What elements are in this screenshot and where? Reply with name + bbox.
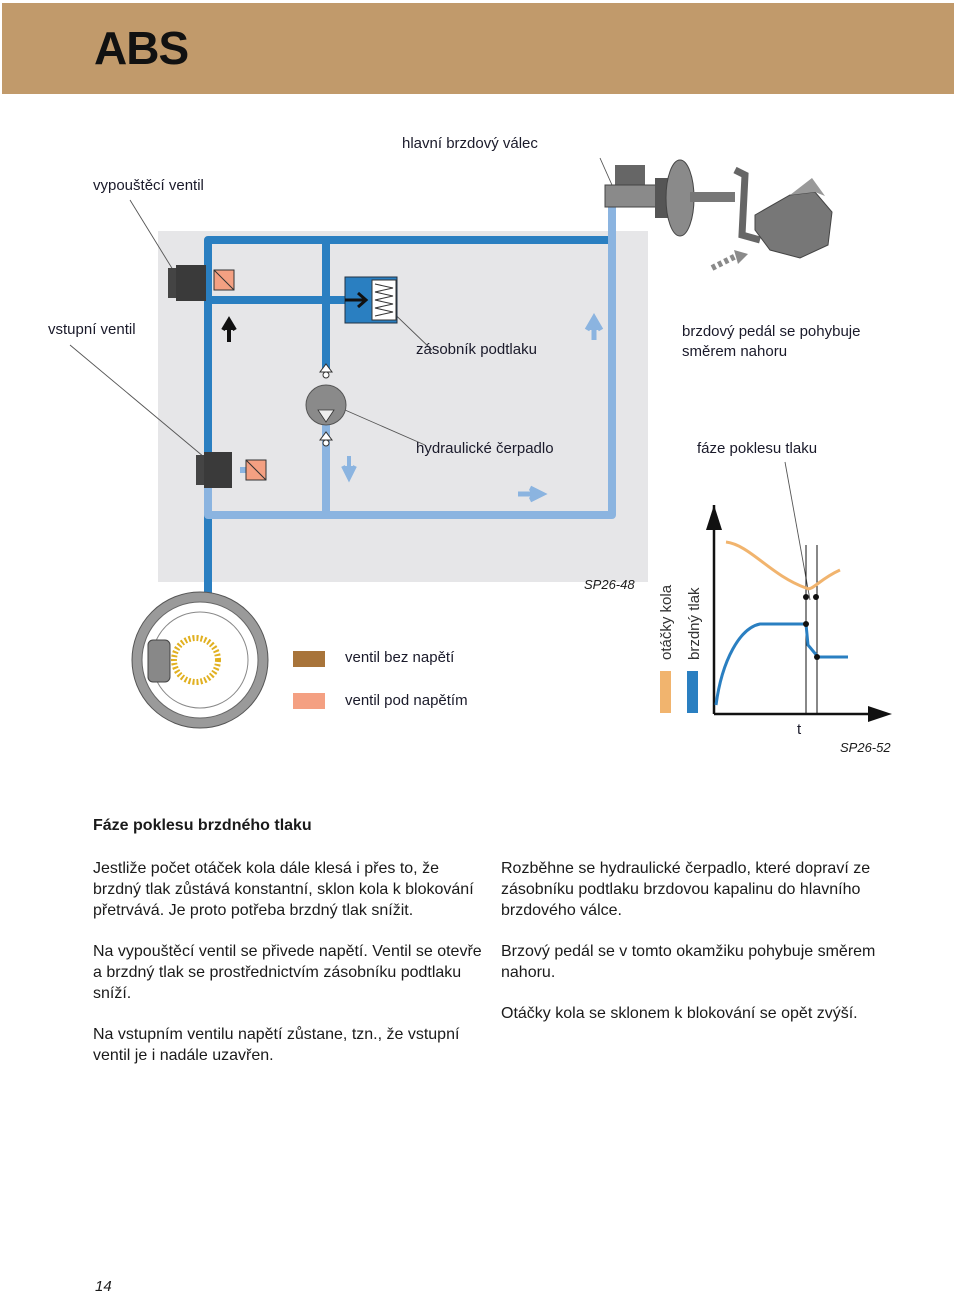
page-number: 14 [95, 1278, 112, 1295]
label-phase: fáze poklesu tlaku [697, 440, 818, 457]
abs-diagram [69, 157, 892, 729]
diagram-panel [158, 231, 648, 582]
graph-time-axis-label: t [797, 721, 802, 738]
right-paragraph-2: Brzový pedál se v tomto okamžiku pohybuj… [501, 943, 876, 981]
pump-symbol [305, 363, 347, 447]
label-inlet-valve: vstupní ventil [48, 321, 136, 338]
left-column: Jestliže počet otáček kola dále klesá i … [93, 858, 483, 1086]
brake-pressure-curve [714, 622, 848, 706]
right-column: Rozběhne se hydraulické čerpadlo, které … [501, 858, 881, 1044]
label-master-cylinder: hlavní brzdový válec [402, 135, 538, 152]
graph-label-brake-pressure: brzdný tlak [686, 587, 703, 660]
figure-code-2: SP26-52 [840, 740, 891, 755]
left-paragraph-3: Na vstupním ventilu napětí zůstane, tzn.… [93, 1026, 460, 1064]
section-title: Fáze poklesu brzdného tlaku [93, 817, 312, 834]
speed-pressure-graph [660, 505, 892, 722]
label-accumulator: zásobník podtlaku [416, 341, 537, 358]
outlet-valve-symbol [168, 265, 235, 301]
right-paragraph-1: Rozběhne se hydraulické čerpadlo, které … [501, 860, 871, 919]
inlet-valve-symbol [196, 452, 267, 488]
legend-label-powered: ventil pod napětím [345, 692, 468, 709]
left-paragraph-2: Na vypouštěcí ventil se přivede napětí. … [93, 943, 482, 1002]
master-cylinder-symbol [604, 159, 761, 244]
wheel-speed-bar [660, 671, 671, 713]
legend-swatch-unpowered [293, 651, 325, 667]
graph-label-wheel-speed: otáčky kola [658, 584, 675, 660]
left-paragraph-1: Jestliže počet otáček kola dále klesá i … [93, 860, 474, 919]
legend-label-unpowered: ventil bez napětí [345, 649, 455, 666]
label-pedal-moves: brzdový pedál se pohybuje směrem nahoru [682, 323, 861, 360]
flow-arrows [221, 250, 748, 503]
figure-code-1: SP26-48 [584, 577, 635, 592]
legend-swatch-powered [293, 693, 325, 709]
accumulator-symbol [344, 276, 398, 324]
wheel-symbol [131, 591, 269, 729]
page-header: ABS [2, 3, 954, 94]
label-hydraulic-pump: hydraulické čerpadlo [416, 440, 554, 457]
right-paragraph-3: Otáčky kola se sklonem k blokování se op… [501, 1005, 858, 1022]
page-title: ABS [94, 22, 189, 74]
brake-pressure-bar [687, 671, 698, 713]
label-outlet-valve: vypouštěcí ventil [93, 177, 204, 194]
wheel-speed-curve [725, 540, 841, 591]
foot-symbol [754, 178, 833, 259]
